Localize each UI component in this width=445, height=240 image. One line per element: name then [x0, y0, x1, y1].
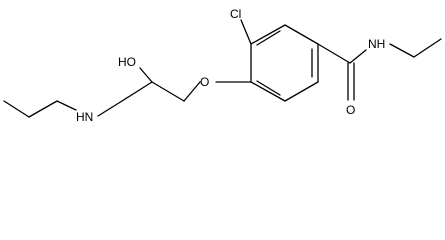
bond-nh-ethyl [389, 43, 415, 58]
bond-choh-ch2 [121, 81, 153, 102]
molecule-diagram: Cl O HO HN O NH [3, 7, 442, 124]
bond-nh-propyl [56, 100, 77, 111]
bond-propyl-2 [3, 100, 30, 118]
amide-nitrogen-label: NH [368, 37, 385, 51]
bond-choh-oh [139, 67, 153, 83]
bond-ethyl [413, 38, 442, 58]
structure-canvas: Cl O HO HN O NH [3, 7, 442, 124]
chlorine-label: Cl [230, 7, 241, 21]
bond-ch2-nh [97, 100, 123, 117]
bond-o-ch2 [183, 81, 201, 102]
bond-ch2-choh [151, 81, 185, 102]
benzene-ring [250, 24, 319, 102]
amine-nitrogen-label: HN [76, 110, 93, 124]
bond-c-cl [240, 19, 252, 45]
carbonyl-oxygen-label: O [346, 103, 355, 117]
hydroxyl-label: HO [118, 55, 136, 69]
bond-carbonyl-nh [349, 49, 367, 64]
bond-ring-carbonyl [317, 43, 351, 64]
bond-propyl-1 [28, 100, 58, 118]
ether-oxygen-label: O [200, 75, 209, 89]
